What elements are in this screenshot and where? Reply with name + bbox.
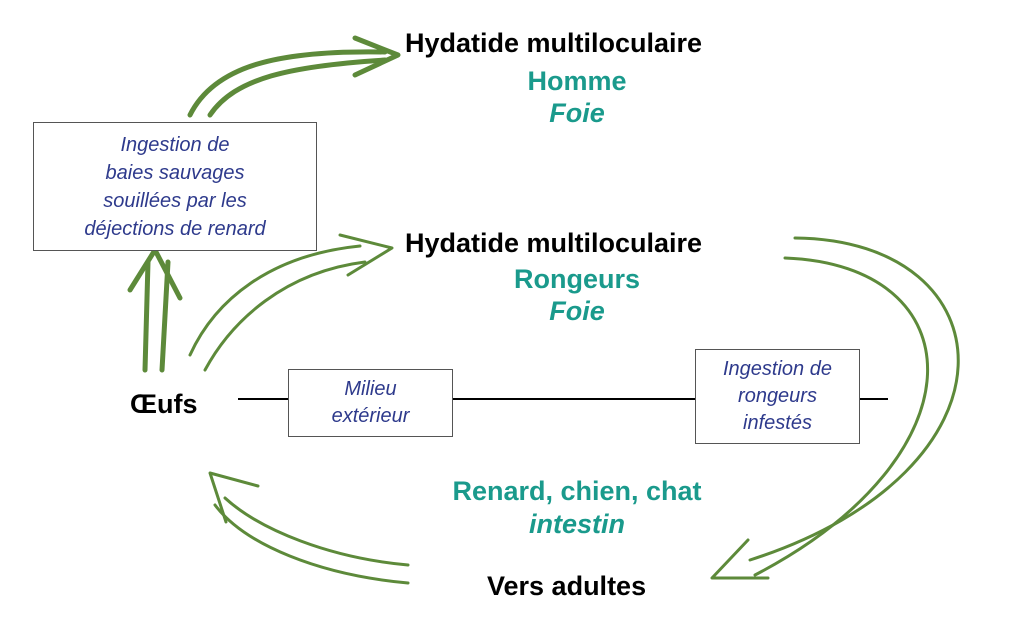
box-berries-line-2: baies sauvages — [105, 161, 245, 184]
adult-worms-label: Vers adultes — [487, 571, 647, 601]
arrow-to-human — [187, 35, 401, 118]
box-env-line-1: Milieu — [344, 378, 397, 400]
top-host-name: Homme — [527, 66, 627, 96]
box-berries-line-1: Ingestion de — [120, 133, 230, 156]
box-rodents-line-2: rongeurs — [738, 385, 817, 407]
box-environment: Milieu extérieur — [288, 369, 453, 437]
box-berries-line-3: souillées par les — [103, 189, 247, 212]
arrow-eggs-to-rodents — [188, 233, 394, 372]
arrow-eggs-to-berries — [127, 247, 183, 373]
box-berries-line-4: déjections de renard — [84, 217, 266, 240]
mid-host-name: Rongeurs — [513, 264, 640, 294]
mid-host-organ: Foie — [549, 296, 605, 326]
box-rodents-line-1: Ingestion de — [723, 358, 832, 380]
definitive-host-name: Renard, chien, chat — [452, 476, 702, 506]
mid-host-title: Hydatide multiloculaire — [405, 228, 703, 258]
definitive-host-organ: intestin — [528, 509, 625, 539]
environment-line — [238, 398, 888, 400]
arrow-rodents-to-adults — [710, 236, 960, 580]
box-berries-ingestion: Ingestion de baies sauvages souillées pa… — [33, 122, 317, 251]
top-host-title: Hydatide multiloculaire — [405, 28, 703, 58]
box-env-line-2: extérieur — [331, 405, 410, 427]
arrow-adults-to-eggs — [208, 471, 410, 585]
box-rodent-ingestion: Ingestion de rongeurs infestés — [695, 349, 860, 444]
box-rodents-line-3: infestés — [743, 412, 812, 434]
eggs-label: Œufs — [130, 389, 198, 419]
top-host-organ: Foie — [549, 98, 605, 128]
